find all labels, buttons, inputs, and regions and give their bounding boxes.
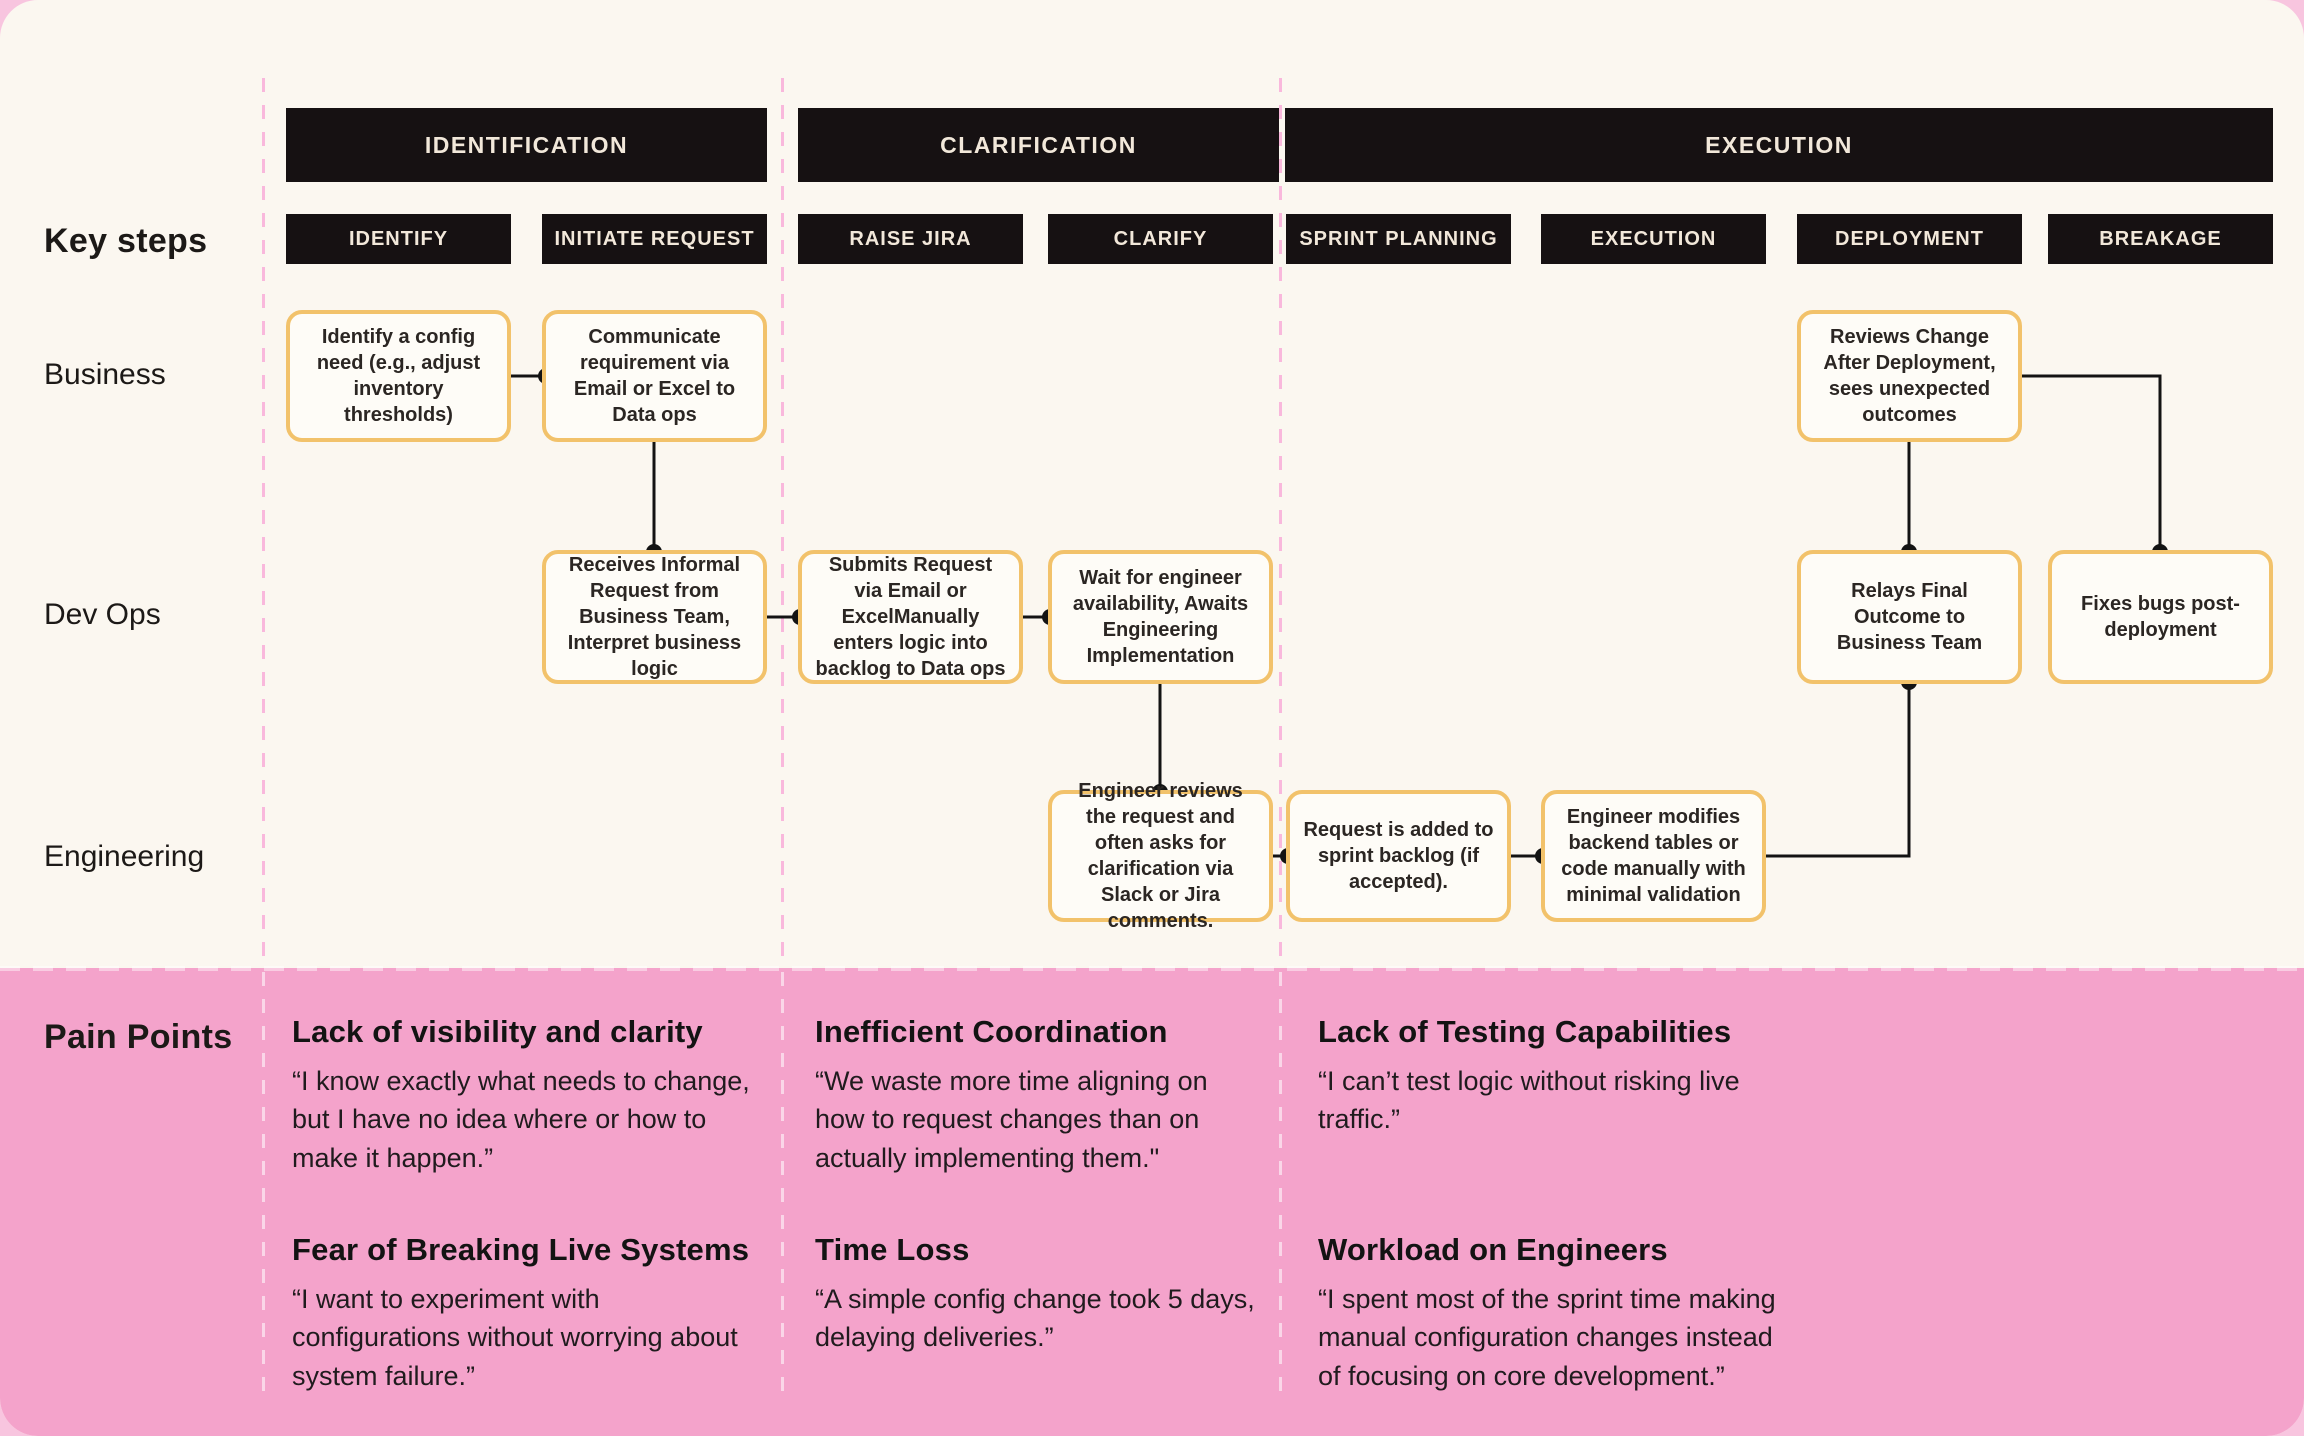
divider-labels-identification	[262, 78, 265, 968]
pain-quote: “I can’t test logic without risking live…	[1318, 1066, 1740, 1135]
step-label: EXECUTION	[1590, 227, 1717, 250]
pain-column-2: Inefficient Coordination “We waste more …	[815, 0, 1260, 1436]
step-bar-sprint-planning: SPRINT PLANNING	[1286, 214, 1511, 264]
step-bar-execution: EXECUTION	[1541, 214, 1766, 264]
phase-bar-execution: EXECUTION	[1285, 108, 2273, 182]
phase-label: IDENTIFICATION	[424, 131, 629, 158]
step-bar-raise-jira: RAISE JIRA	[798, 214, 1023, 264]
step-label: DEPLOYMENT	[1835, 227, 1984, 250]
node-reviews-change: Reviews Change After Deployment, sees un…	[1797, 310, 2022, 442]
pain-column-3: Lack of Testing Capabilities “I can’t te…	[1318, 0, 1778, 1436]
step-bar-breakage: BREAKAGE	[2048, 214, 2273, 264]
lane-label-business: Business	[44, 358, 166, 391]
node-relays-outcome: Relays Final Outcome to Business Team	[1797, 550, 2022, 684]
node-submits-request: Submits Request via Email or ExcelManual…	[798, 550, 1023, 684]
divider-identification-clarification	[781, 78, 784, 968]
step-label: RAISE JIRA	[849, 227, 972, 250]
node-wait-engineer: Wait for engineer availability, Awaits E…	[1048, 550, 1273, 684]
pain-quote: “A simple config change took 5 days, del…	[815, 1284, 1255, 1353]
pain-column-1: Lack of visibility and clarity “I know e…	[292, 0, 772, 1436]
step-bar-deployment: DEPLOYMENT	[1797, 214, 2022, 264]
node-request-added: Request is added to sprint backlog (if a…	[1286, 790, 1511, 922]
pain-title: Workload on Engineers	[1318, 1232, 1668, 1267]
pain-title: Lack of visibility and clarity	[292, 1014, 703, 1049]
node-receives-informal: Receives Informal Request from Business …	[542, 550, 767, 684]
step-bar-identify: IDENTIFY	[286, 214, 511, 264]
phase-label: CLARIFICATION	[940, 131, 1137, 158]
node-identify-config: Identify a config need (e.g., adjust inv…	[286, 310, 511, 442]
step-bar-initiate-request: INITIATE REQUEST	[542, 214, 767, 264]
divider-labels-pain-col-1	[262, 972, 265, 1396]
key-steps-heading: Key steps	[44, 222, 208, 260]
pain-title: Fear of Breaking Live Systems	[292, 1232, 750, 1267]
pain-quote: “I want to experiment with configuration…	[292, 1284, 738, 1391]
pain-points-heading: Pain Points	[44, 1018, 233, 1056]
pain-points-top-dashed-divider	[0, 966, 2304, 971]
pain-quote: “I know exactly what needs to change, bu…	[292, 1066, 750, 1173]
pain-quote: “We waste more time aligning on how to r…	[815, 1066, 1208, 1173]
lane-label-engineering: Engineering	[44, 840, 205, 873]
step-label: BREAKAGE	[2099, 227, 2222, 250]
pain-quote: “I spent most of the sprint time making …	[1318, 1284, 1776, 1391]
node-engineer-modifies: Engineer modifies backend tables or code…	[1541, 790, 1766, 922]
step-label: IDENTIFY	[348, 227, 449, 250]
pain-points-section-background	[0, 968, 2304, 1436]
pain-title: Lack of Testing Capabilities	[1318, 1014, 1732, 1049]
divider-clarification-execution	[1279, 78, 1282, 968]
node-fixes-bugs: Fixes bugs post-deployment	[2048, 550, 2273, 684]
divider-pain-col-2-3	[1279, 972, 1282, 1396]
edge-reviews-to-fixes	[2022, 374, 2162, 550]
phase-bar-clarification: CLARIFICATION	[798, 108, 1279, 182]
edge-engineer-modifies-to-relays	[1766, 684, 1911, 858]
step-label: INITIATE REQUEST	[554, 227, 755, 250]
phase-bar-identification: IDENTIFICATION	[286, 108, 767, 182]
phase-label: EXECUTION	[1705, 131, 1853, 158]
pain-title: Inefficient Coordination	[815, 1014, 1168, 1049]
divider-pain-col-1-2	[781, 972, 784, 1396]
step-label: SPRINT PLANNING	[1299, 227, 1498, 250]
lane-label-devops: Dev Ops	[44, 598, 161, 631]
node-communicate-requirement: Communicate requirement via Email or Exc…	[542, 310, 767, 442]
pain-title: Time Loss	[815, 1232, 970, 1267]
step-label: CLARIFY	[1113, 227, 1208, 250]
step-bar-clarify: CLARIFY	[1048, 214, 1273, 264]
